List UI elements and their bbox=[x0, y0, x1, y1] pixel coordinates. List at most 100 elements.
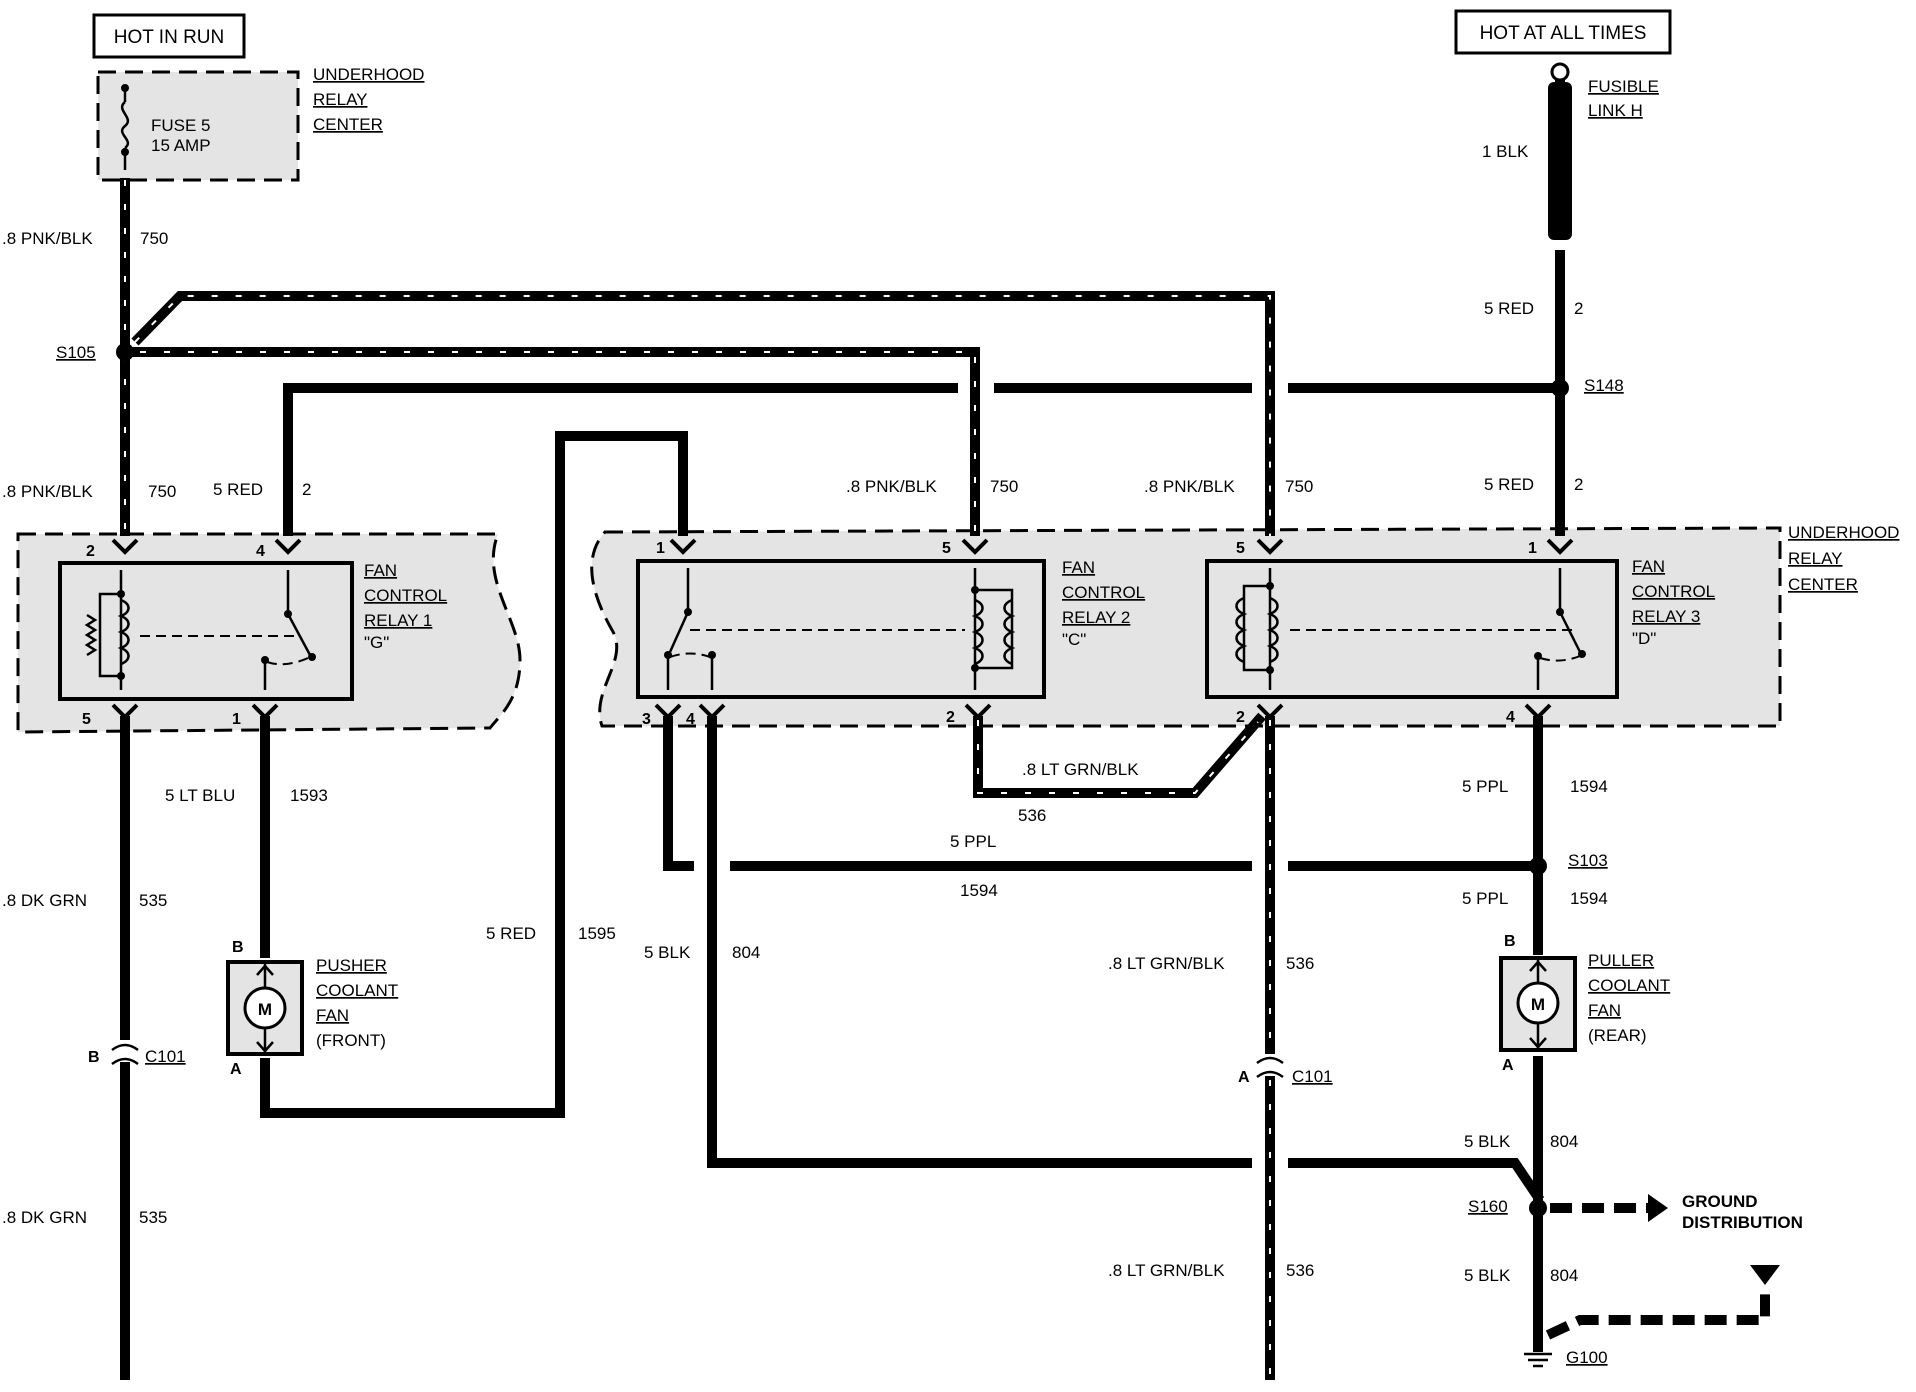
wire-804-r-top-gauge: 5 BLK bbox=[1464, 1132, 1511, 1151]
wire-1595-gauge: 5 RED bbox=[486, 924, 536, 943]
wire-red-2-across bbox=[283, 383, 1558, 536]
wire-750-r3-gauge: .8 PNK/BLK bbox=[1144, 477, 1235, 496]
wire-red2-right-bot-gauge: 5 RED bbox=[1484, 475, 1534, 494]
wire-1595-circuit: 1595 bbox=[578, 924, 616, 943]
splice-s148-dot bbox=[1551, 379, 1569, 397]
fan-rear-pin-a: A bbox=[1502, 1057, 1514, 1074]
relay3-line2: CONTROL bbox=[1632, 582, 1715, 601]
puller-motor-symbol: M bbox=[1531, 995, 1545, 1014]
wire-1593-gauge: 5 LT BLU bbox=[165, 786, 235, 805]
fuse-name: FUSE 5 bbox=[151, 116, 211, 135]
connector-c101-left bbox=[111, 1043, 139, 1066]
wire-750-left-circuit: 750 bbox=[148, 482, 176, 501]
fuse-rating: 15 AMP bbox=[151, 136, 211, 155]
r3-pin-1: 1 bbox=[1528, 540, 1537, 557]
hot-in-run-box: HOT IN RUN bbox=[92, 13, 246, 59]
splice-s148-label: S148 bbox=[1584, 376, 1624, 395]
urc-top-line3: CENTER bbox=[313, 115, 383, 134]
pusher-line1: PUSHER bbox=[316, 956, 387, 975]
urc-right-line3: CENTER bbox=[1788, 575, 1858, 594]
fusible-link-line2: LINK H bbox=[1588, 101, 1643, 120]
r3-pin-4: 4 bbox=[1506, 709, 1515, 726]
urc-top-line1: UNDERHOOD bbox=[313, 65, 424, 84]
hot-in-run-label: HOT IN RUN bbox=[114, 27, 224, 48]
urc-right-line1: UNDERHOOD bbox=[1788, 523, 1899, 542]
r1-pin-5: 5 bbox=[82, 711, 91, 728]
r1-pin-1: 1 bbox=[232, 711, 241, 728]
wire-1blk-label: 1 BLK bbox=[1482, 142, 1529, 161]
wire-535-bot-circuit: 535 bbox=[139, 1208, 167, 1227]
r2-pin-5: 5 bbox=[942, 540, 951, 557]
fan-control-relay-2 bbox=[636, 559, 1046, 699]
ground-distribution-line2: DISTRIBUTION bbox=[1682, 1213, 1803, 1232]
urc-right-line2: RELAY bbox=[1788, 549, 1843, 568]
c101-right-pin: A bbox=[1238, 1069, 1250, 1086]
wire-red2-right-bot-circuit: 2 bbox=[1574, 475, 1583, 494]
r2-pin-2: 2 bbox=[946, 709, 955, 726]
splice-s160-dot bbox=[1529, 1199, 1547, 1217]
puller-line1: PULLER bbox=[1588, 951, 1654, 970]
wire-1594-mid-circuit: 1594 bbox=[960, 881, 998, 900]
wire-1594-r-bot-circuit: 1594 bbox=[1570, 889, 1608, 908]
relay3-line1: FAN bbox=[1632, 557, 1665, 576]
wire-red2-left-gauge: 5 RED bbox=[213, 480, 263, 499]
wire-750-r2-circuit: 750 bbox=[990, 477, 1018, 496]
c101-right-label: C101 bbox=[1292, 1067, 1333, 1086]
relay1-line2: CONTROL bbox=[364, 586, 447, 605]
splice-s103-label: S103 bbox=[1568, 851, 1608, 870]
wire-1594-r-top-circuit: 1594 bbox=[1570, 777, 1608, 796]
wire-red2-right-top-gauge: 5 RED bbox=[1484, 299, 1534, 318]
hot-at-all-times-label: HOT AT ALL TIMES bbox=[1480, 23, 1647, 44]
fan-control-relay-1 bbox=[58, 561, 354, 701]
wire-804-r-top-circuit: 804 bbox=[1550, 1132, 1578, 1151]
puller-line3: FAN bbox=[1588, 1001, 1621, 1020]
wire-804-left-circuit: 804 bbox=[732, 943, 760, 962]
wire-535-top-gauge: .8 DK GRN bbox=[2, 891, 87, 910]
r2-pin-1: 1 bbox=[656, 540, 665, 557]
r3-pin-2: 2 bbox=[1236, 709, 1245, 726]
wire-750-left-gauge: .8 PNK/BLK bbox=[2, 482, 93, 501]
r2-pin-4: 4 bbox=[686, 711, 695, 728]
wire-750-r2-gauge: .8 PNK/BLK bbox=[846, 477, 937, 496]
wire-1594-r-top-gauge: 5 PPL bbox=[1462, 777, 1508, 796]
wire-804-r-bot-gauge: 5 BLK bbox=[1464, 1266, 1511, 1285]
wire-750-top-circuit: 750 bbox=[140, 229, 168, 248]
pusher-line4: (FRONT) bbox=[316, 1031, 386, 1050]
wire-1594-r-bot-gauge: 5 PPL bbox=[1462, 889, 1508, 908]
wire-536-h bbox=[973, 712, 1266, 798]
hot-at-all-times-box: HOT AT ALL TIMES bbox=[1454, 9, 1672, 55]
c101-left-pin: B bbox=[88, 1049, 100, 1066]
splice-s160-label: S160 bbox=[1468, 1197, 1508, 1216]
wire-536-h-circuit: 536 bbox=[1018, 806, 1046, 825]
relay-pin-terminals bbox=[111, 538, 1574, 720]
wire-804-left-gauge: 5 BLK bbox=[644, 943, 691, 962]
pusher-motor-symbol: M bbox=[258, 1000, 272, 1019]
fan-control-relay-3 bbox=[1205, 559, 1619, 699]
relay1-line3: RELAY 1 bbox=[364, 611, 432, 630]
wire-750-to-relay2 bbox=[125, 347, 980, 536]
r3-pin-5: 5 bbox=[1236, 540, 1245, 557]
relay1-line1: FAN bbox=[364, 561, 397, 580]
wire-536-bot-gauge: .8 LT GRN/BLK bbox=[1108, 1261, 1225, 1280]
wire-536-mid-circuit: 536 bbox=[1286, 954, 1314, 973]
r1-pin-2: 2 bbox=[86, 543, 95, 560]
puller-line2: COOLANT bbox=[1588, 976, 1670, 995]
urc-top-line2: RELAY bbox=[313, 90, 368, 109]
ground-g100-label: G100 bbox=[1566, 1348, 1608, 1367]
r2-pin-3: 3 bbox=[642, 711, 651, 728]
pusher-line2: COOLANT bbox=[316, 981, 398, 1000]
splice-s105-dot bbox=[116, 343, 134, 361]
relay2-line1: FAN bbox=[1062, 558, 1095, 577]
relay2-line2: CONTROL bbox=[1062, 583, 1145, 602]
splice-s103-dot bbox=[1529, 857, 1547, 875]
fuse-5-symbol bbox=[120, 84, 130, 170]
relay2-line3: RELAY 2 bbox=[1062, 608, 1130, 627]
fusible-link-line1: FUSIBLE bbox=[1588, 77, 1659, 96]
puller-line4: (REAR) bbox=[1588, 1026, 1647, 1045]
wire-536-h-gauge: .8 LT GRN/BLK bbox=[1022, 760, 1139, 779]
fan-front-pin-b: B bbox=[232, 939, 244, 956]
wire-1593-circuit: 1593 bbox=[290, 786, 328, 805]
wire-804-r-bot-circuit: 804 bbox=[1550, 1266, 1578, 1285]
ground-distribution-line1: GROUND bbox=[1682, 1192, 1758, 1211]
